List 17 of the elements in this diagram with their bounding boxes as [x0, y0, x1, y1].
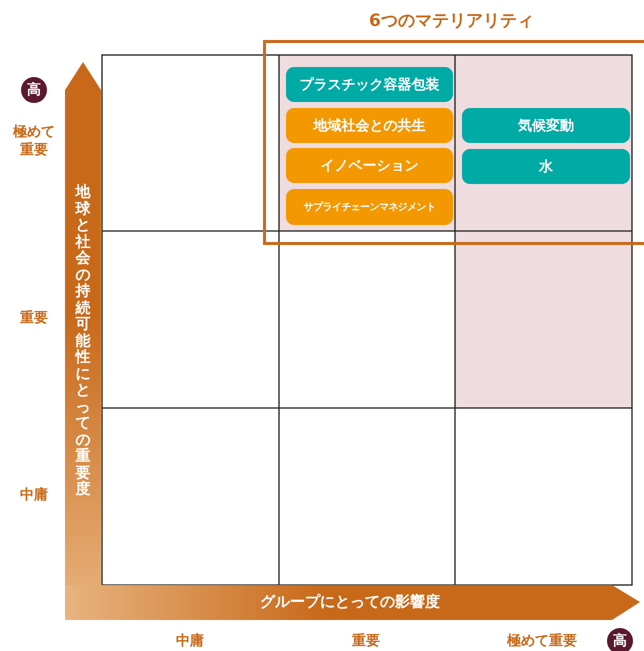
- materiality-label: プラスチック容器包装: [286, 67, 453, 102]
- frame-heading: 6つのマテリアリティ: [369, 10, 534, 32]
- level-marker: 高: [21, 77, 47, 103]
- axis-level: 重要: [19, 309, 49, 327]
- axis-level: 中庸: [176, 632, 204, 650]
- axis-level: 極めて重要: [12, 123, 56, 159]
- axis-title: 地球と社会の持続可能性にとっての重要度: [76, 183, 90, 497]
- axis-level: 重要: [352, 632, 380, 650]
- axis-level: 極めて重要: [507, 632, 577, 650]
- axis-level: 中庸: [19, 486, 49, 504]
- materiality-label: 気候変動: [462, 108, 630, 143]
- materiality-label: イノベーション: [286, 148, 453, 183]
- axis-title: グループにとっての影響度: [260, 592, 440, 612]
- materiality-label: 地域社会との共生: [286, 108, 453, 143]
- level-marker: 高: [607, 628, 633, 651]
- materiality-label: サプライチェーンマネジメント: [286, 189, 453, 225]
- materiality-label: 水: [462, 149, 630, 184]
